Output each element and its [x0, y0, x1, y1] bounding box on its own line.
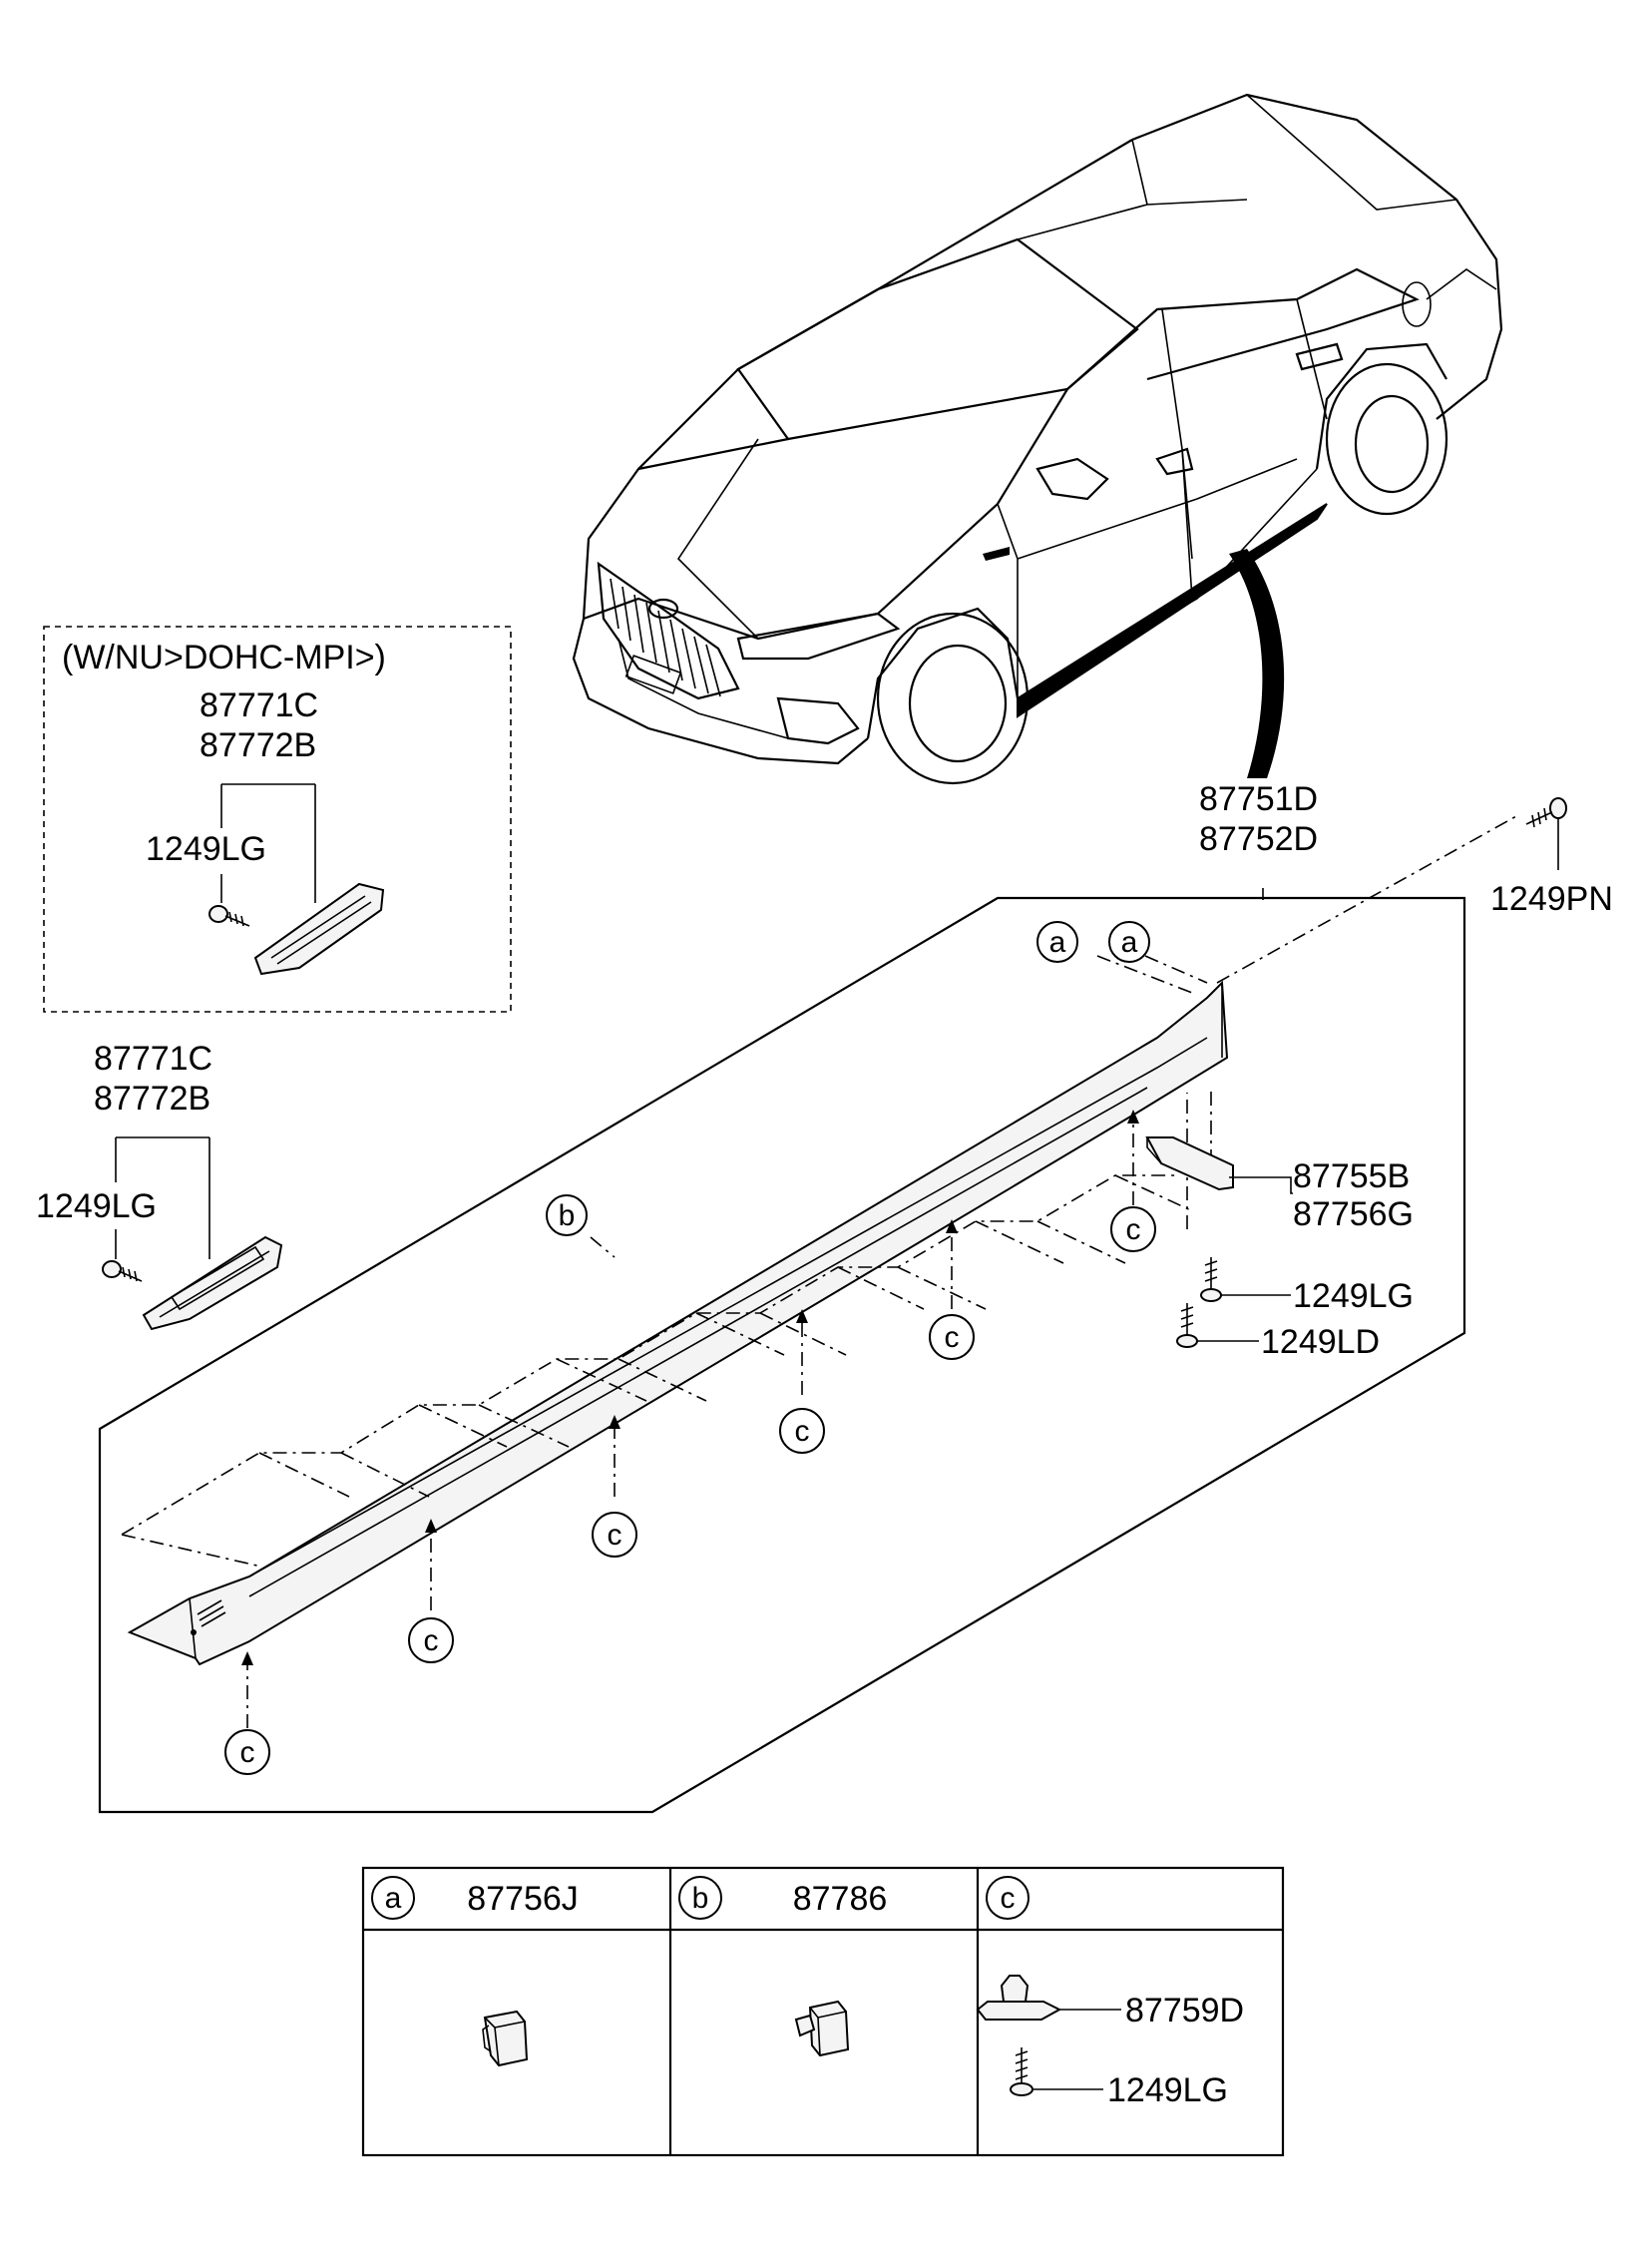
bracket-lower-label: 87756G: [1293, 1195, 1414, 1233]
legend-item-1249lg: 1249LG: [1107, 2071, 1228, 2109]
legend-part-a: 87756J: [467, 1880, 579, 1918]
screw-1249ld-label: 1249LD: [1261, 1323, 1380, 1361]
svg-text:c: c: [240, 1736, 255, 1769]
svg-text:c: c: [608, 1519, 622, 1552]
variant-box: [43, 626, 512, 1013]
svg-text:a: a: [1049, 926, 1066, 959]
variant-screw-icon: [208, 905, 250, 927]
svg-text:b: b: [692, 1882, 709, 1915]
screw-1249lg-label: 1249LG: [1293, 1277, 1414, 1315]
garnish-upper-label: 87771C: [94, 1040, 212, 1078]
callout-c-6: c: [1110, 1206, 1156, 1252]
svg-text:c: c: [795, 1415, 810, 1448]
callout-c-4: c: [779, 1408, 825, 1454]
variant-note: (W/NU>DOHC-MPI>): [62, 639, 386, 676]
svg-text:b: b: [559, 1199, 576, 1232]
variant-garnish-part: [253, 882, 385, 976]
callout-a-1: a: [1036, 921, 1078, 963]
screw-1249ld-icon: [1176, 1303, 1198, 1348]
bracket-part: [1145, 1136, 1234, 1191]
legend-screw-icon: [1010, 2047, 1033, 2096]
clip-87786-icon: [794, 2000, 850, 2057]
callout-a-2: a: [1108, 921, 1150, 963]
variant-screw-label: 1249LG: [146, 830, 266, 868]
svg-text:a: a: [1121, 926, 1138, 959]
svg-text:c: c: [1001, 1882, 1016, 1915]
callout-b: b: [546, 1194, 588, 1236]
legend-key-c: c: [986, 1876, 1030, 1920]
legend-key-a: a: [371, 1876, 415, 1920]
legend-part-b: 87786: [793, 1880, 888, 1918]
svg-text:c: c: [945, 1321, 960, 1354]
car-illustration: [572, 93, 1503, 785]
svg-text:a: a: [385, 1882, 402, 1915]
svg-text:c: c: [424, 1624, 439, 1657]
moulding-frame: [98, 896, 1466, 1814]
svg-text:c: c: [1126, 1213, 1141, 1246]
moulding-upper-label: 87751D: [1199, 780, 1318, 818]
garnish-screw-label: 1249LG: [36, 1187, 157, 1225]
callout-c-3: c: [592, 1512, 637, 1558]
callout-c-1: c: [224, 1729, 270, 1775]
garnish-screw-icon: [102, 1260, 143, 1282]
moulding-lower-label: 87752D: [1199, 820, 1318, 858]
clip-87756j-icon: [482, 2010, 529, 2067]
legend-key-b: b: [678, 1876, 722, 1920]
garnish-lower-label: 87772B: [94, 1080, 210, 1118]
screw-1249pn-icon: [1525, 797, 1567, 828]
variant-garnish-upper-label: 87771C: [200, 686, 318, 724]
callout-c-2: c: [408, 1617, 454, 1663]
garnish-part: [142, 1235, 283, 1331]
screw-1249pn-label: 1249PN: [1490, 880, 1613, 918]
variant-garnish-lower-label: 87772B: [200, 726, 316, 764]
callout-c-5: c: [929, 1314, 975, 1360]
bracket-upper-label: 87755B: [1293, 1157, 1410, 1195]
clip-87759d-icon: [976, 1975, 1062, 2021]
legend-item-87759d: 87759D: [1125, 1992, 1244, 2030]
legend-table: a 87756J b 87786 c 87759D: [361, 1866, 1285, 2157]
screw-1249lg-icon: [1200, 1257, 1222, 1302]
